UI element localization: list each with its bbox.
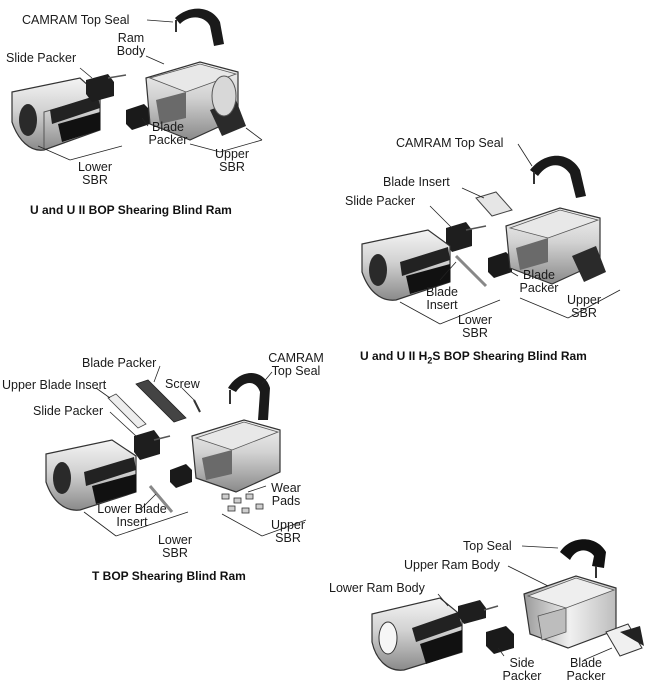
d2-upper-sbr-label: Upper SBR	[564, 294, 604, 320]
d1-top-seal-label: CAMRAM Top Seal	[22, 13, 130, 27]
diagram1-drawing	[11, 8, 263, 161]
d2-blade-packer-label: Blade Packer	[518, 269, 560, 295]
d2-upper-sbr-line2: SBR	[571, 306, 597, 320]
d3-upper-blade-insert	[107, 393, 147, 429]
d4-blade-packer-line1: Blade	[570, 656, 602, 670]
d3-screw	[193, 399, 201, 413]
d2-blade-packer	[488, 252, 512, 278]
d3-screw-label: Screw	[165, 377, 200, 391]
d4-blade-packer-label: Blade Packer	[562, 657, 610, 683]
d1-upper-sbr-line1: Upper	[214, 147, 250, 161]
d4-blade-packer	[605, 623, 643, 657]
d1-blade-packer-line2: Packer	[148, 133, 188, 147]
d4-side-packer-line1: Side	[509, 656, 535, 670]
d1-slide-packer-label: Slide Packer	[6, 51, 77, 65]
d2-top-seal	[530, 155, 586, 198]
d3-wear-pads	[221, 493, 264, 514]
d2-caption-post: S BOP Shearing Blind Ram	[432, 349, 587, 363]
diagram2-drawing	[361, 143, 621, 325]
d3-upper-blade-insert-label: Upper Blade Insert	[2, 378, 107, 392]
d2-upper-sbr-line1: Upper	[566, 293, 602, 307]
d2-lower-sbr-line2: SBR	[462, 326, 488, 340]
d3-wear-pads-label: Wear Pads	[266, 482, 306, 508]
d4-side-packer	[486, 626, 514, 654]
d3-upper-sbr-label: Upper SBR	[268, 519, 308, 545]
d2-caption-pre: U and U II H	[360, 349, 428, 363]
d1-blade-packer	[126, 104, 150, 130]
d3-slide-packer	[134, 430, 160, 460]
d3-wear-pads-line2: Pads	[271, 494, 301, 508]
d3-blade-packer-small	[170, 464, 192, 488]
d2-lower-sbr-label: Lower SBR	[455, 314, 495, 340]
d2-caption-sub: 2	[427, 355, 433, 366]
d2-ram-rod	[572, 246, 606, 282]
d1-slide-packer	[86, 74, 114, 102]
d4-top-seal-label: Top Seal	[463, 539, 512, 553]
d3-lower-sbr-line1: Lower	[157, 533, 193, 547]
d1-blade-packer-line1: Blade	[152, 120, 184, 134]
d3-blade-packer-label: Blade Packer	[82, 356, 157, 370]
d1-upper-sbr-label: Upper SBR	[212, 148, 252, 174]
d4-side-packer-label: Side Packer	[498, 657, 546, 683]
d3-lower-blade-insert-line2: Insert	[116, 515, 148, 529]
d2-blade-insert	[454, 254, 488, 288]
d3-upper-sbr-line2: SBR	[275, 531, 301, 545]
d4-lower-ram-body-label: Lower Ram Body	[329, 581, 425, 595]
d2-top-seal-label: CAMRAM Top Seal	[396, 136, 504, 150]
diagram4-drawing	[371, 539, 644, 671]
d3-lower-sbr-line2: SBR	[162, 546, 188, 560]
d4-side-packer-top	[458, 600, 486, 624]
d1-ram-body-line2: Body	[116, 44, 146, 58]
d1-blade-packer-label: Blade Packer	[148, 121, 188, 147]
d1-top-seal	[175, 8, 224, 46]
d3-blade-packer	[135, 379, 187, 423]
d4-upper-ram-body-label: Upper Ram Body	[404, 558, 500, 572]
d2-blade-insert-line1: Blade	[426, 285, 458, 299]
d2-lower-sbr-line1: Lower	[457, 313, 493, 327]
d2-blade-insert-line2: Insert	[426, 298, 458, 312]
d2-blade-packer-line2: Packer	[519, 281, 559, 295]
d1-lower-sbr-line2: SBR	[82, 173, 108, 187]
d1-lower-sbr-line1: Lower	[77, 160, 113, 174]
d3-top-seal	[228, 373, 270, 420]
d1-upper-sbr-line2: SBR	[219, 160, 245, 174]
d2-slide-packer-label: Slide Packer	[345, 194, 416, 208]
d3-lower-blade-insert	[148, 485, 174, 513]
d3-caption: T BOP Shearing Blind Ram	[92, 569, 246, 583]
d4-side-packer-line2: Packer	[502, 669, 542, 683]
d2-blade-packer-line1: Blade	[523, 268, 555, 282]
d2-slide-packer	[446, 222, 472, 252]
d3-top-seal-label: CAMRAM Top Seal	[266, 352, 326, 378]
d3-lower-blade-insert-line1: Lower Blade	[97, 502, 167, 516]
d2-blade-insert-label: Blade Insert	[422, 286, 462, 312]
d3-lower-blade-insert-label: Lower Blade Insert	[92, 503, 172, 529]
d2-blade-insert-top	[475, 191, 513, 217]
d2-caption: U and U II H2S BOP Shearing Blind Ram	[360, 349, 587, 365]
d3-slide-packer-label: Slide Packer	[33, 404, 104, 418]
d3-top-seal-line2: Top Seal	[271, 364, 321, 378]
d1-lower-sbr-label: Lower SBR	[75, 161, 115, 187]
d3-lower-sbr-label: Lower SBR	[155, 534, 195, 560]
d1-ram-body-line1: Ram	[117, 31, 145, 45]
d3-upper-sbr-line1: Upper	[270, 518, 306, 532]
d1-caption: U and U II BOP Shearing Blind Ram	[30, 203, 232, 217]
d3-wear-pads-line1: Wear	[271, 481, 301, 495]
d1-ram-body-label: Ram Body	[114, 32, 148, 58]
d2-blade-insert-top-label: Blade Insert	[383, 175, 450, 189]
d4-top-seal	[560, 539, 606, 568]
d4-blade-packer-line2: Packer	[566, 669, 606, 683]
d3-top-seal-line1: CAMRAM	[268, 351, 324, 365]
diagram3-drawing	[45, 365, 307, 537]
